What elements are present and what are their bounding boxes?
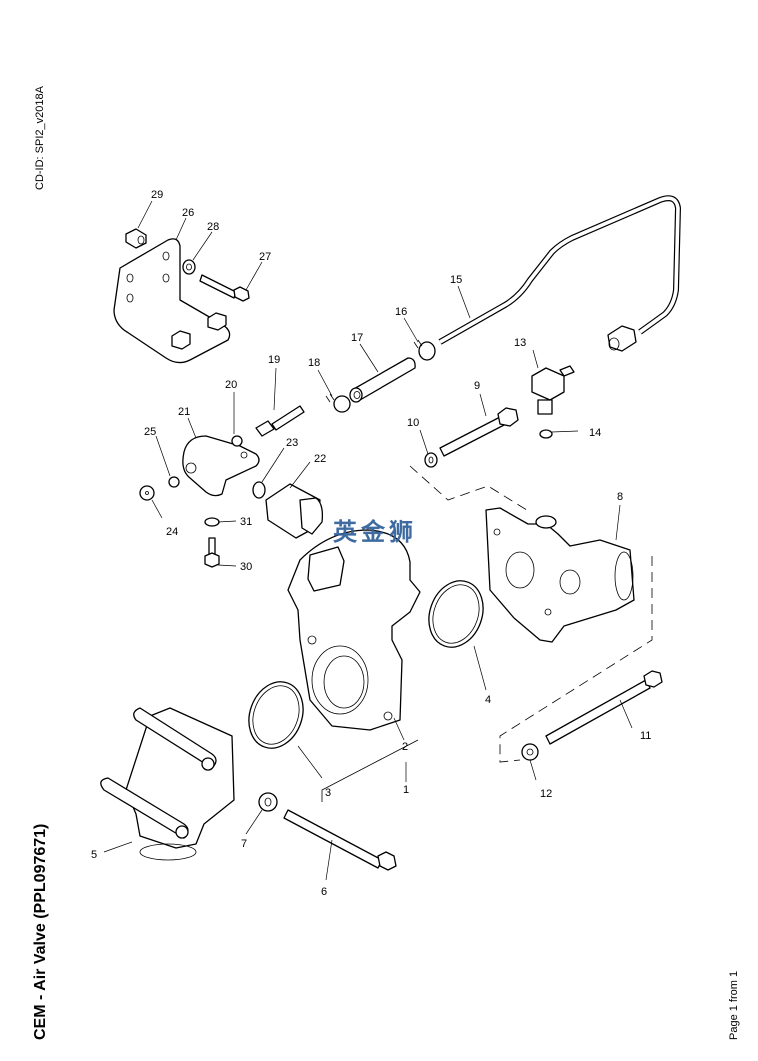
part-3-gasket (248, 681, 304, 749)
part-14-oring (539, 429, 553, 439)
part-13-elbow (531, 365, 575, 415)
assembly-bracket-right (499, 556, 653, 763)
callout-3: 3 (325, 787, 331, 799)
part-27-bolt (199, 274, 250, 302)
part-30-bolt (204, 537, 220, 568)
part-8-flange (485, 507, 635, 643)
callout-22: 22 (314, 453, 326, 465)
callout-6: 6 (321, 886, 327, 898)
part-28-washer (182, 259, 196, 275)
callout-29: 29 (151, 189, 163, 201)
part-23-oring (252, 481, 266, 499)
part-29-spacer (125, 228, 147, 249)
callout-25: 25 (144, 426, 156, 438)
callout-19: 19 (268, 354, 280, 366)
callout-28: 28 (207, 221, 219, 233)
callout-17: 17 (351, 332, 363, 344)
part-22-pressure-sensor (265, 483, 324, 539)
part-6-bolt (283, 809, 397, 871)
callout-2: 2 (402, 741, 408, 753)
callout-13: 13 (514, 337, 526, 349)
part-5-inlet (100, 707, 235, 861)
callout-10: 10 (407, 417, 419, 429)
callout-20: 20 (225, 379, 237, 391)
callout-31: 31 (240, 516, 252, 528)
callout-30: 30 (240, 561, 252, 573)
part-26-bracket (113, 238, 231, 364)
leader-lines (103, 200, 633, 881)
part-9-bolt (439, 407, 519, 457)
callout-7: 7 (241, 838, 247, 850)
part-15-pipe (438, 195, 681, 352)
callout-5: 5 (91, 849, 97, 861)
callout-11: 11 (640, 730, 651, 742)
part-11-bolt (545, 670, 663, 745)
part-24-plug (139, 485, 155, 501)
part-20-seal (231, 435, 243, 447)
part-2-air-valve (287, 529, 421, 731)
callout-16: 16 (395, 306, 407, 318)
part-12-washer (521, 743, 539, 761)
callout-1: 1 (403, 784, 409, 796)
callout-14: 14 (589, 427, 601, 439)
part-21-housing (182, 435, 260, 497)
callout-9: 9 (474, 380, 480, 392)
callout-21: 21 (178, 406, 190, 418)
part-25-seal (168, 476, 180, 488)
part-4-gasket (428, 580, 484, 648)
callout-15: 15 (450, 274, 462, 286)
assembly-bracket-lower (321, 739, 419, 802)
callout-24: 24 (166, 526, 178, 538)
watermark-logo: 英金狮 (333, 518, 417, 546)
part-17-hose (349, 357, 416, 403)
part-10-washer (424, 452, 438, 468)
callout-8: 8 (617, 491, 623, 503)
callout-labels: 1 2 3 4 5 6 7 8 9 10 11 12 13 14 15 16 1… (91, 189, 651, 898)
callout-12: 12 (540, 788, 552, 800)
part-19-sensor (255, 405, 305, 437)
callout-26: 26 (182, 207, 194, 219)
assembly-bracket-upper (409, 465, 531, 513)
part-7-washer (258, 792, 278, 812)
callout-18: 18 (308, 357, 320, 369)
callout-23: 23 (286, 437, 298, 449)
callout-4: 4 (485, 694, 491, 706)
part-31-washer (204, 517, 220, 527)
callout-27: 27 (259, 251, 271, 263)
part-18-clamp (325, 393, 351, 413)
part-16-clamp (413, 339, 436, 361)
